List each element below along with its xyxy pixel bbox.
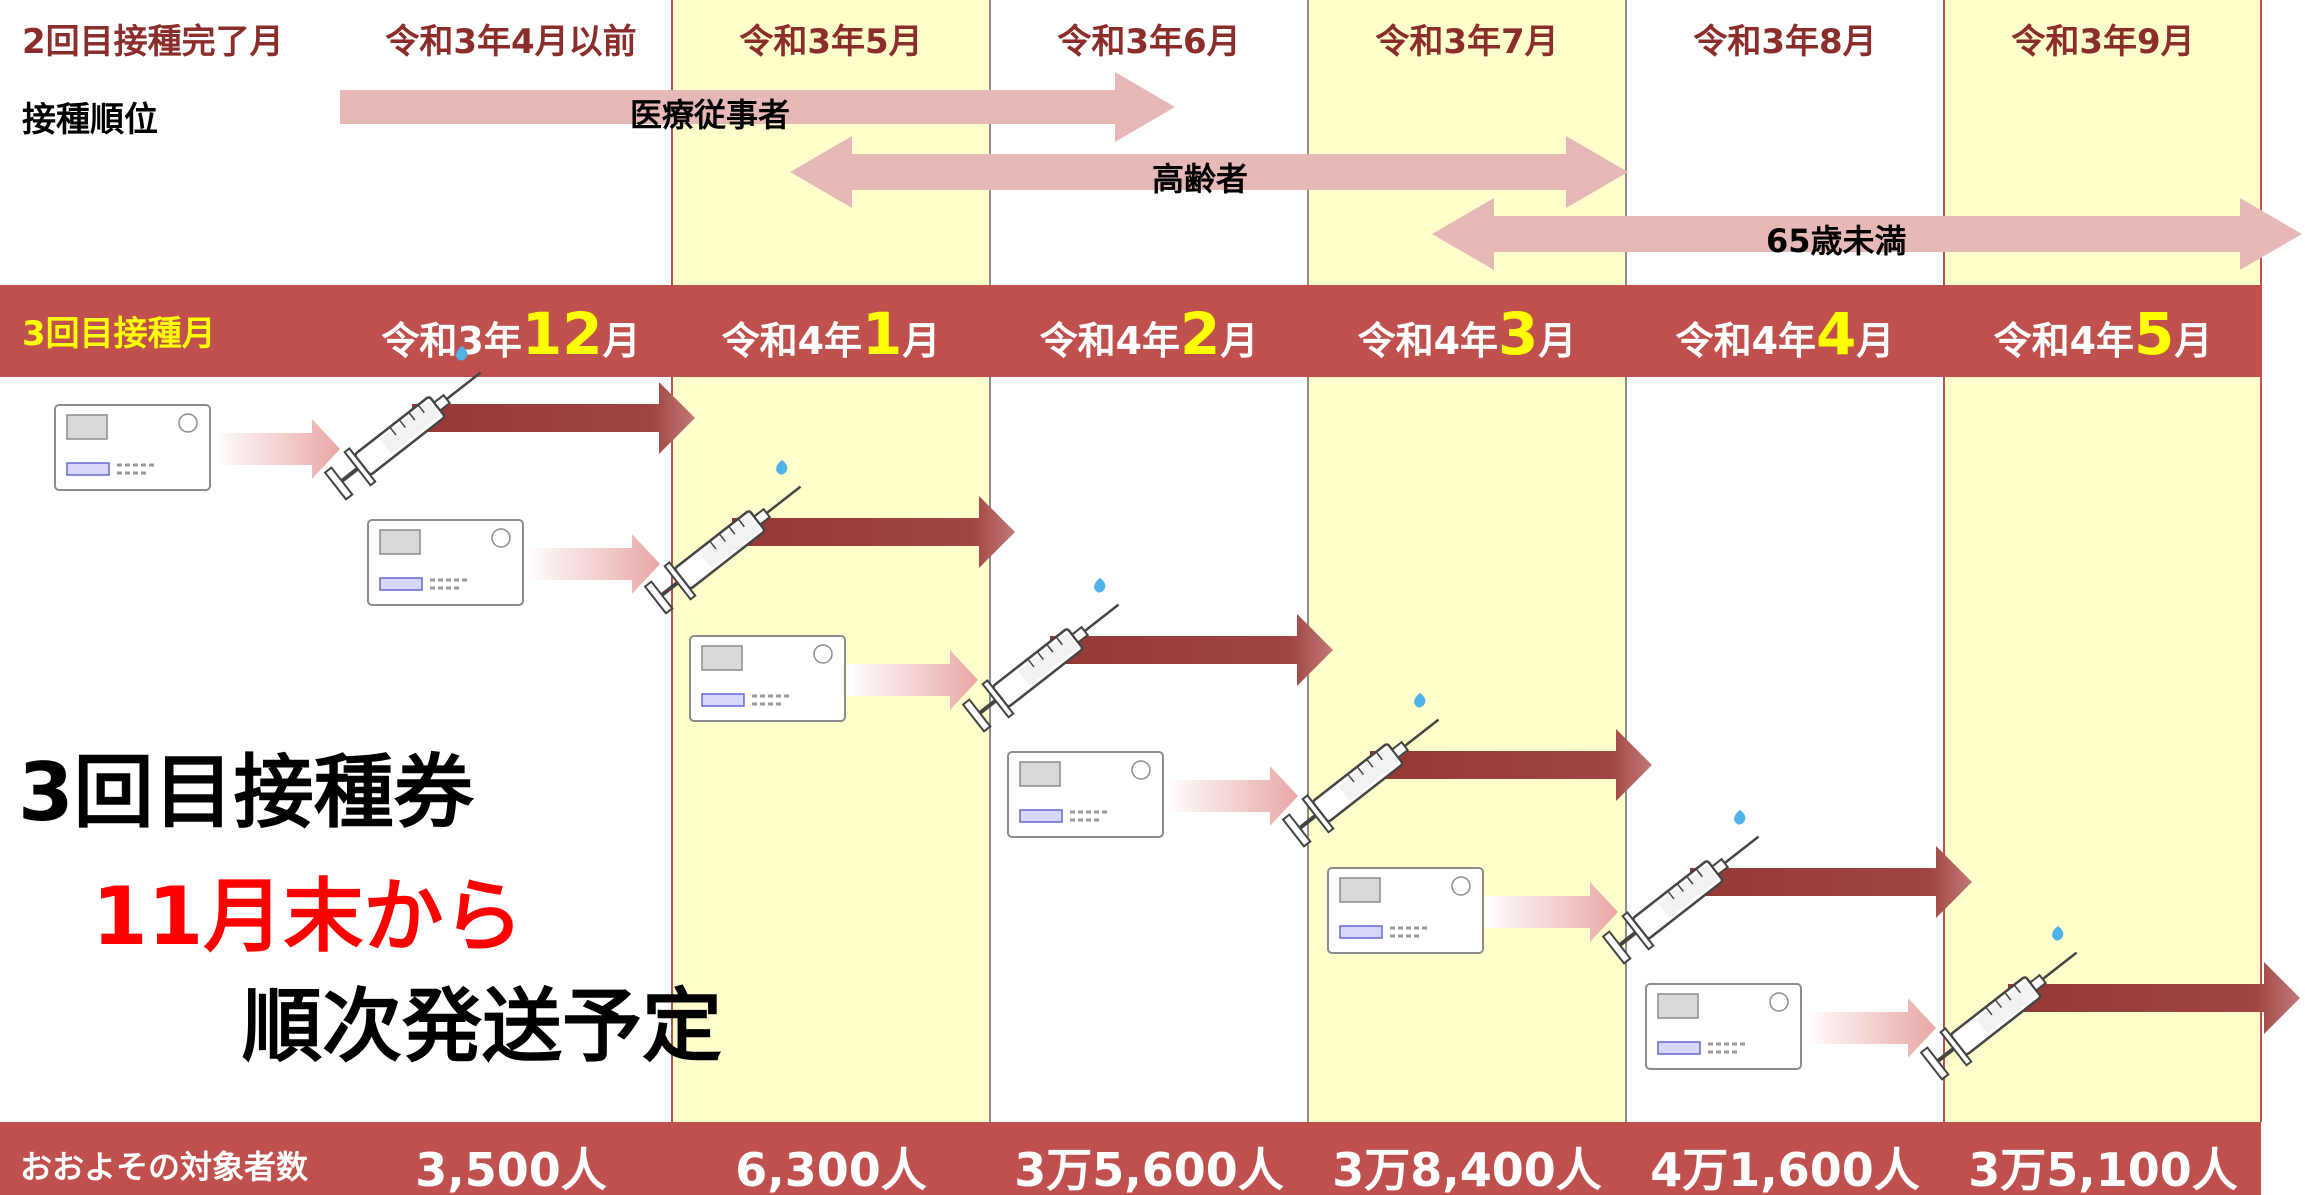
third-dose-month-label: 3回目接種月 [22,314,216,354]
header-month-4: 令和3年7月 [1375,22,1559,62]
third-dose-month-1: 令和3年12月 [381,300,641,368]
priority-label-elderly: 高齢者 [1152,160,1249,198]
target-count-3: 3万5,600人 [1014,1143,1284,1195]
header-month-5: 令和3年8月 [1693,22,1877,62]
third-dose-month-5: 令和4年4月 [1675,300,1895,368]
target-count-5: 4万1,600人 [1650,1143,1920,1195]
third-dose-month-6: 令和4年5月 [1993,300,2213,368]
target-count-2: 6,300人 [735,1143,927,1195]
target-count-label: おおよその対象者数 [20,1148,309,1186]
message-send-schedule: 順次発送予定 [242,980,722,1073]
third-dose-month-3: 令和4年2月 [1039,300,1259,368]
target-count-4: 3万8,400人 [1332,1143,1602,1195]
third-dose-month-2: 令和4年1月 [721,300,941,368]
column-divider [1307,0,1309,1122]
target-count-6: 3万5,100人 [1968,1143,2238,1195]
priority-arrow-medical [340,72,1175,142]
header-month-6: 令和3年9月 [2011,22,2195,62]
column-divider [2260,0,2262,1122]
second-dose-month-label: 2回目接種完了月 [22,22,284,62]
third-dose-band [0,285,2261,377]
header-month-3: 令和3年6月 [1057,22,1241,62]
header-month-2: 令和3年5月 [739,22,923,62]
target-count-band [0,1122,2261,1195]
column-bg-september [1944,0,2262,1122]
priority-label-medical: 医療従事者 [630,96,791,134]
message-ticket-title: 3回目接種券 [18,746,474,839]
right-margin [2261,0,2305,1122]
column-bg-august [1626,0,1944,1122]
priority-label-under65: 65歳未満 [1766,222,1907,260]
vaccination-order-label: 接種順位 [22,100,158,140]
target-count-1: 3,500人 [415,1143,607,1195]
priority-arrow-under65 [1432,198,2302,270]
column-divider [1943,0,1945,1122]
column-divider [671,0,673,1122]
message-send-date: 11月末から [92,870,524,963]
priority-arrow-elderly [790,136,1628,208]
column-divider [1625,0,1627,1122]
header-month-1: 令和3年4月以前 [385,22,637,62]
third-dose-month-4: 令和4年3月 [1357,300,1577,368]
